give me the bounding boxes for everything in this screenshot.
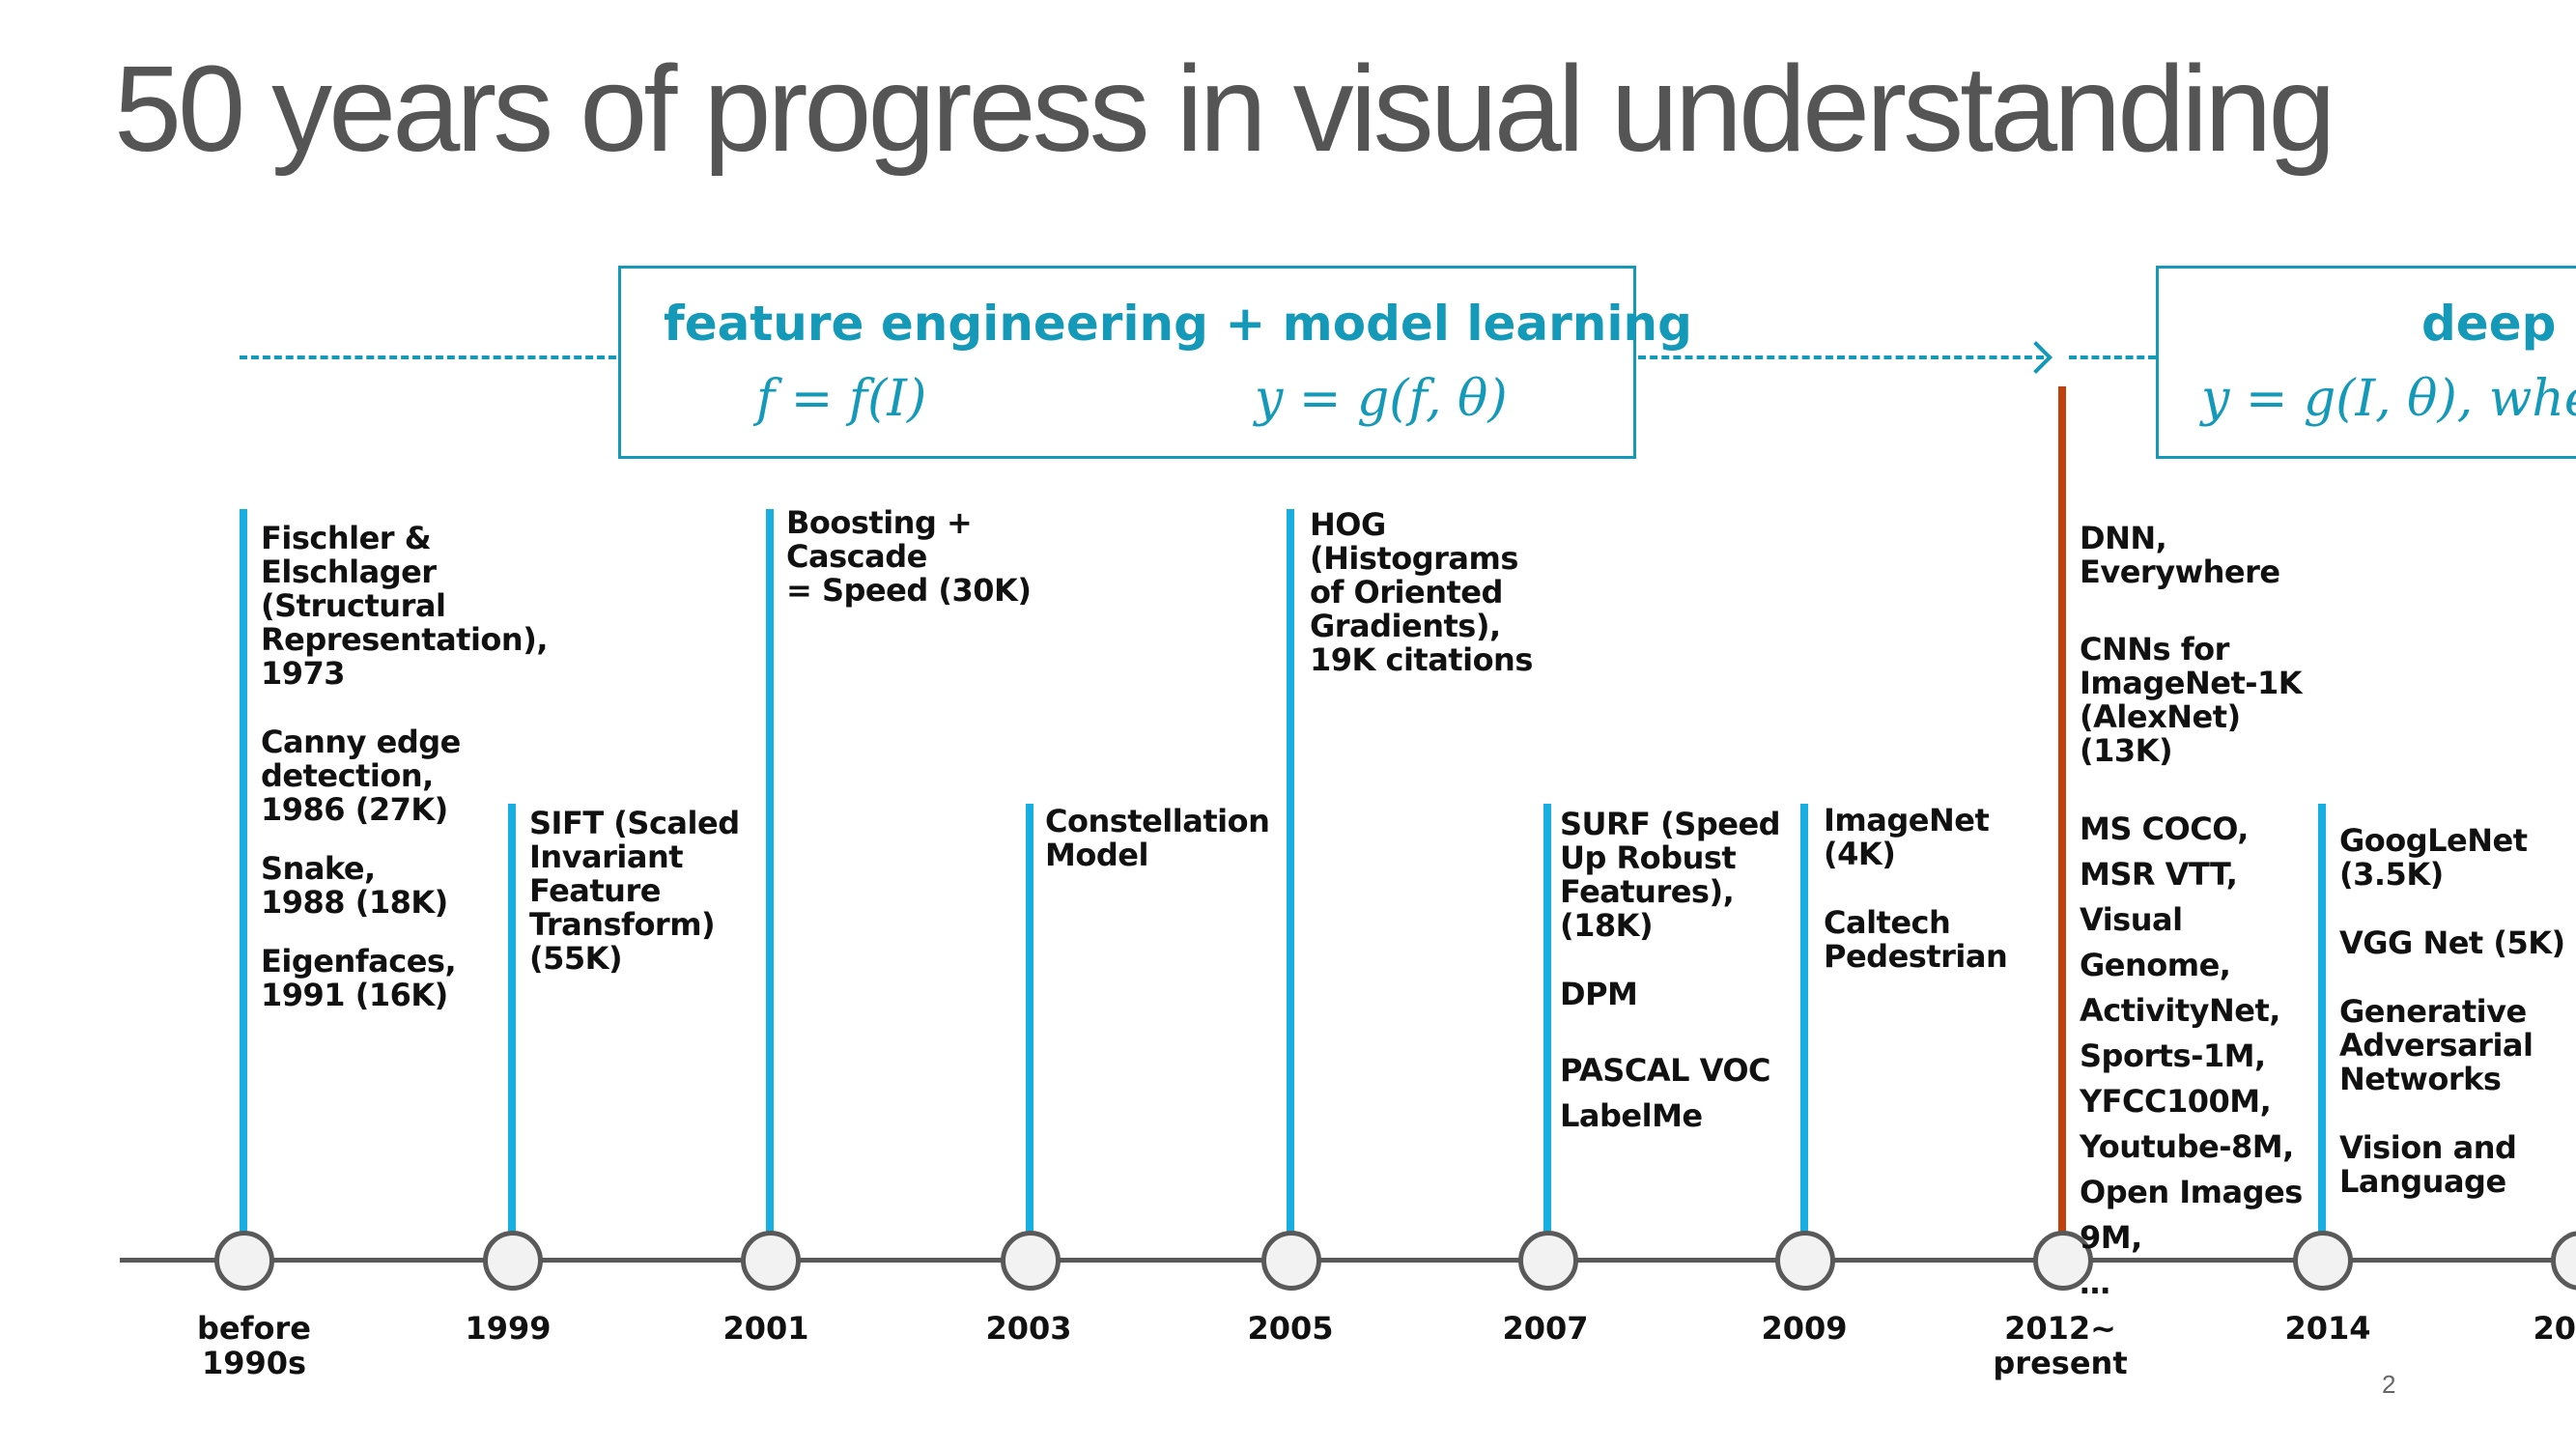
annotation-before-1990s: Fischler & Elschlager (Structural Repres… xyxy=(261,520,548,1036)
milestone-text: Fischler & Elschlager (Structural Repres… xyxy=(261,520,548,692)
milestone-text: GoogLeNet (3.5K) xyxy=(2339,822,2528,893)
year-label: 2009 xyxy=(1761,1310,1848,1347)
phase-box-feature-engineering: feature engineering + model learning f =… xyxy=(618,266,1692,459)
timeline-node xyxy=(2551,1231,2576,1291)
deep-learning-equation: y = g(I, θ), wher xyxy=(2201,370,2576,428)
milestone-text: ImageNet (4K) xyxy=(1824,802,1990,872)
annotation-2005: HOG (Histograms of Oriented Gradients), … xyxy=(1310,508,1542,700)
arrow-head-icon xyxy=(2020,341,2052,374)
year-label: 20 xyxy=(2533,1311,2576,1346)
milestone-text: Canny edge detection, 1986 (27K) xyxy=(261,724,461,828)
year-label: before 1990s xyxy=(197,1310,311,1381)
year-label: 2003 xyxy=(985,1310,1072,1347)
milestone-text: DPM xyxy=(1560,976,1638,1012)
timeline-node xyxy=(1518,1231,1578,1291)
milestone-text: SURF (Speed Up Robust Features), (18K) xyxy=(1560,806,1781,944)
milestone-text: Boosting + Cascade = Speed (30K) xyxy=(786,504,1032,609)
year-label: 2007 xyxy=(1502,1310,1589,1347)
timeline-stem-2007 xyxy=(1543,804,1551,1232)
milestone-text: HOG (Histograms of Oriented Gradients), … xyxy=(1310,506,1533,678)
timeline-node xyxy=(2033,1231,2093,1291)
year-label: 2005 xyxy=(1247,1310,1334,1347)
milestone-text: CNNs for ImageNet-1K (AlexNet) (13K) xyxy=(2080,631,2303,769)
timeline-stem-before-1990s xyxy=(240,509,247,1232)
timeline-stem-2012-present xyxy=(2058,386,2066,1232)
timeline-node xyxy=(214,1231,274,1291)
feature-equation: f = f(I) xyxy=(756,370,927,428)
milestone-text: SIFT (Scaled Invariant Feature Transform… xyxy=(529,805,740,977)
milestone-text: Snake, 1988 (18K) xyxy=(261,850,448,921)
dashed-connector-left xyxy=(240,355,616,359)
milestone-text: VGG Net (5K) xyxy=(2339,924,2565,961)
milestone-text: Caltech Pedestrian xyxy=(1824,904,2008,975)
dashed-connector-middle xyxy=(1638,355,2044,359)
timeline-stem-2003 xyxy=(1026,804,1033,1232)
page-number: 2 xyxy=(2382,1370,2396,1399)
annotation-2012-present: DNN, Everywhere CNNs for ImageNet-1K (Al… xyxy=(2080,522,2340,1329)
year-label: 1999 xyxy=(465,1310,552,1347)
phase-box-deep-learning: deep l y = g(I, θ), wher xyxy=(2156,266,2576,459)
annotation-2001: Boosting + Cascade = Speed (30K) xyxy=(786,506,1095,631)
annotation-2007: SURF (Speed Up Robust Features), (18K) D… xyxy=(1560,808,1782,1162)
annotation-2014: GoogLeNet (3.5K) VGG Net (5K) Generative… xyxy=(2339,824,2571,1222)
milestone-text: MS COCO, MSR VTT, Visual Genome, Activit… xyxy=(2080,810,2303,1301)
timeline-stem-2009 xyxy=(1800,804,1808,1232)
timeline-stem-2001 xyxy=(766,509,774,1232)
milestone-text: PASCAL VOC LabelMe xyxy=(1560,1052,1771,1134)
phase-heading: deep l xyxy=(2421,296,2576,352)
timeline-node xyxy=(741,1231,801,1291)
slide-title: 50 years of progress in visual understan… xyxy=(114,41,2335,177)
dashed-connector-right xyxy=(2069,355,2156,359)
year-label: 2001 xyxy=(722,1310,809,1347)
milestone-text: Eigenfaces, 1991 (16K) xyxy=(261,943,457,1013)
annotation-2009: ImageNet (4K) Caltech Pedestrian xyxy=(1824,804,2046,997)
timeline-node xyxy=(2293,1231,2353,1291)
phase-heading: feature engineering + model learning xyxy=(664,296,1692,352)
model-equation: y = g(f, θ) xyxy=(1255,370,1508,428)
timeline-stem-2014 xyxy=(2318,804,2326,1232)
year-label: 2012~ present xyxy=(1993,1310,2128,1381)
milestone-text: Vision and Language xyxy=(2339,1129,2517,1200)
timeline-stem-2005 xyxy=(1287,509,1294,1232)
year-label: 2014 xyxy=(2284,1310,2371,1347)
milestone-text: Constellation Model xyxy=(1045,803,1270,873)
milestone-text: Generative Adversarial Networks xyxy=(2339,993,2534,1097)
annotation-1999: SIFT (Scaled Invariant Feature Transform… xyxy=(529,807,742,999)
timeline-node xyxy=(1261,1231,1321,1291)
timeline-node xyxy=(483,1231,543,1291)
annotation-2003: Constellation Model xyxy=(1045,805,1277,895)
timeline-axis xyxy=(120,1258,2576,1263)
timeline-stem-1999 xyxy=(508,804,516,1232)
timeline-node xyxy=(1001,1231,1061,1291)
timeline-node xyxy=(1775,1231,1835,1291)
milestone-text: DNN, Everywhere xyxy=(2080,520,2280,590)
